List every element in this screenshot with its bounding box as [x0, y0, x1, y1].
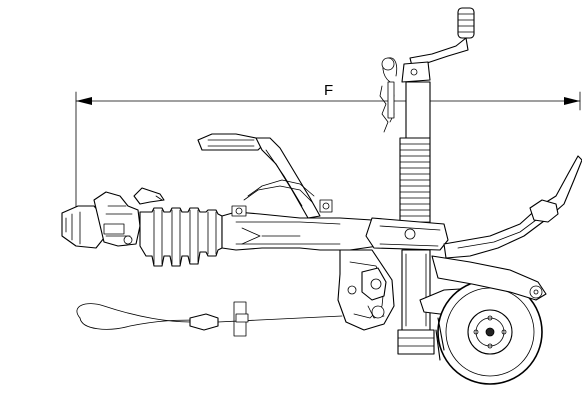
- coupling-label-plate: [103, 223, 125, 235]
- jockey-wheel: [435, 279, 543, 385]
- arrowhead-left: [76, 97, 92, 105]
- lever-knob: [529, 199, 559, 223]
- crank-arm: [409, 37, 469, 67]
- drawbar: [221, 199, 381, 251]
- brake-mechanism: [337, 249, 395, 331]
- dimension-label: F: [324, 82, 333, 99]
- support-lever: [431, 155, 582, 301]
- coupling-head: [61, 187, 165, 249]
- arrowhead-right: [564, 97, 580, 105]
- breakaway-cable: [76, 301, 343, 337]
- bellows: [139, 207, 223, 267]
- handbrake-lever: [197, 133, 321, 219]
- dimension-f: F: [75, 82, 581, 219]
- coupling-handle: [133, 187, 165, 205]
- crank-grip: [457, 7, 475, 39]
- lever-grip: [197, 133, 265, 151]
- jockey-wheel-assembly: [365, 7, 487, 355]
- cable-clip: [189, 313, 219, 331]
